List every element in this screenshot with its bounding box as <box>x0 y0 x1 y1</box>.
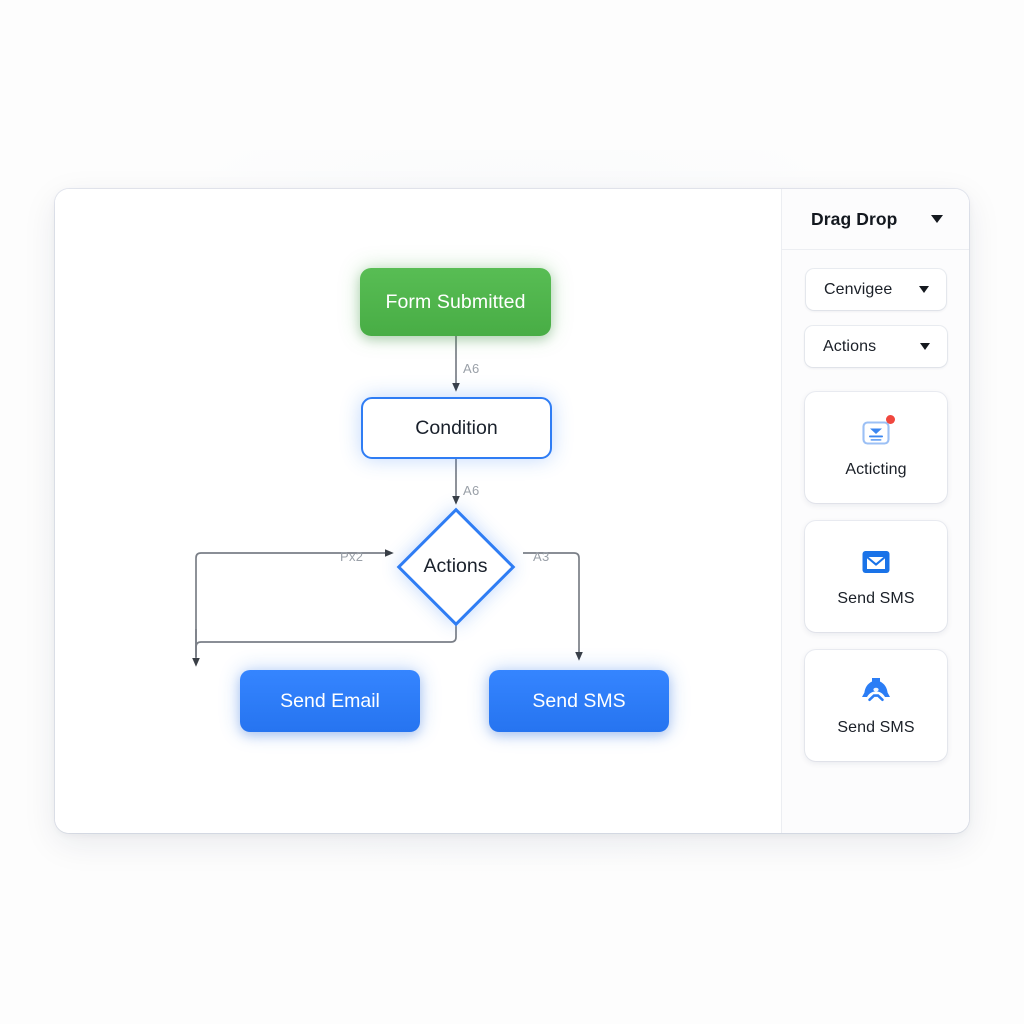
bell-abstract-icon <box>856 674 896 708</box>
sidebar-title: Drag Drop <box>811 208 898 229</box>
palette-card-label: Acticting <box>845 461 907 478</box>
select-value: Actions <box>823 337 877 355</box>
flow-node-condition[interactable]: Condition <box>361 397 552 459</box>
chevron-down-icon[interactable] <box>931 215 943 223</box>
notification-badge-dot <box>886 415 895 424</box>
workflow-builder-card: Form Submitted Condition Actions Send Em… <box>55 189 969 833</box>
sidebar-select-cenvigee[interactable]: Cenvigee <box>806 269 946 310</box>
envelope-filled-icon <box>856 545 896 579</box>
flow-node-label: Form Submitted <box>385 290 526 313</box>
flow-node-label: Condition <box>415 416 498 439</box>
component-palette: Acticting Send SMS <box>805 392 947 779</box>
palette-card-acticting[interactable]: Acticting <box>805 392 947 503</box>
flow-node-label: Send SMS <box>532 689 626 712</box>
sidebar-select-actions[interactable]: Actions <box>805 326 947 367</box>
flow-node-form-submitted[interactable]: Form Submitted <box>360 268 551 336</box>
inbox-outline-icon <box>856 415 896 450</box>
envelope-filled-glyph <box>862 551 890 573</box>
chevron-down-icon[interactable] <box>919 286 929 293</box>
workflow-canvas[interactable]: Form Submitted Condition Actions Send Em… <box>55 189 782 833</box>
palette-card-label: Send SMS <box>837 719 915 736</box>
flow-node-actions-decision[interactable]: Actions <box>383 507 528 626</box>
flow-node-send-email[interactable]: Send Email <box>240 670 420 732</box>
palette-card-send-sms-bell[interactable]: Send SMS <box>805 650 947 761</box>
drag-drop-sidebar: Drag Drop Cenvigee Actions <box>782 189 969 833</box>
edge-label-actions-to-email: Px2 <box>340 549 364 564</box>
edge-label-condition-to-actions: A6 <box>463 483 480 498</box>
sidebar-body: Cenvigee Actions <box>782 250 969 779</box>
palette-card-send-sms-envelope[interactable]: Send SMS <box>805 521 947 632</box>
chevron-down-icon[interactable] <box>920 343 930 350</box>
flow-node-send-sms[interactable]: Send SMS <box>489 670 669 732</box>
sidebar-header: Drag Drop <box>782 189 969 250</box>
palette-card-label: Send SMS <box>837 590 915 607</box>
edge-label-actions-to-sms: A3 <box>533 549 550 564</box>
edge-label-trigger-to-condition: A6 <box>463 361 480 376</box>
select-value: Cenvigee <box>824 280 893 298</box>
inbox-outline-glyph <box>862 421 890 445</box>
bell-abstract-glyph <box>862 678 890 702</box>
flow-node-label: Send Email <box>280 689 380 712</box>
flow-node-label: Actions <box>423 555 488 577</box>
